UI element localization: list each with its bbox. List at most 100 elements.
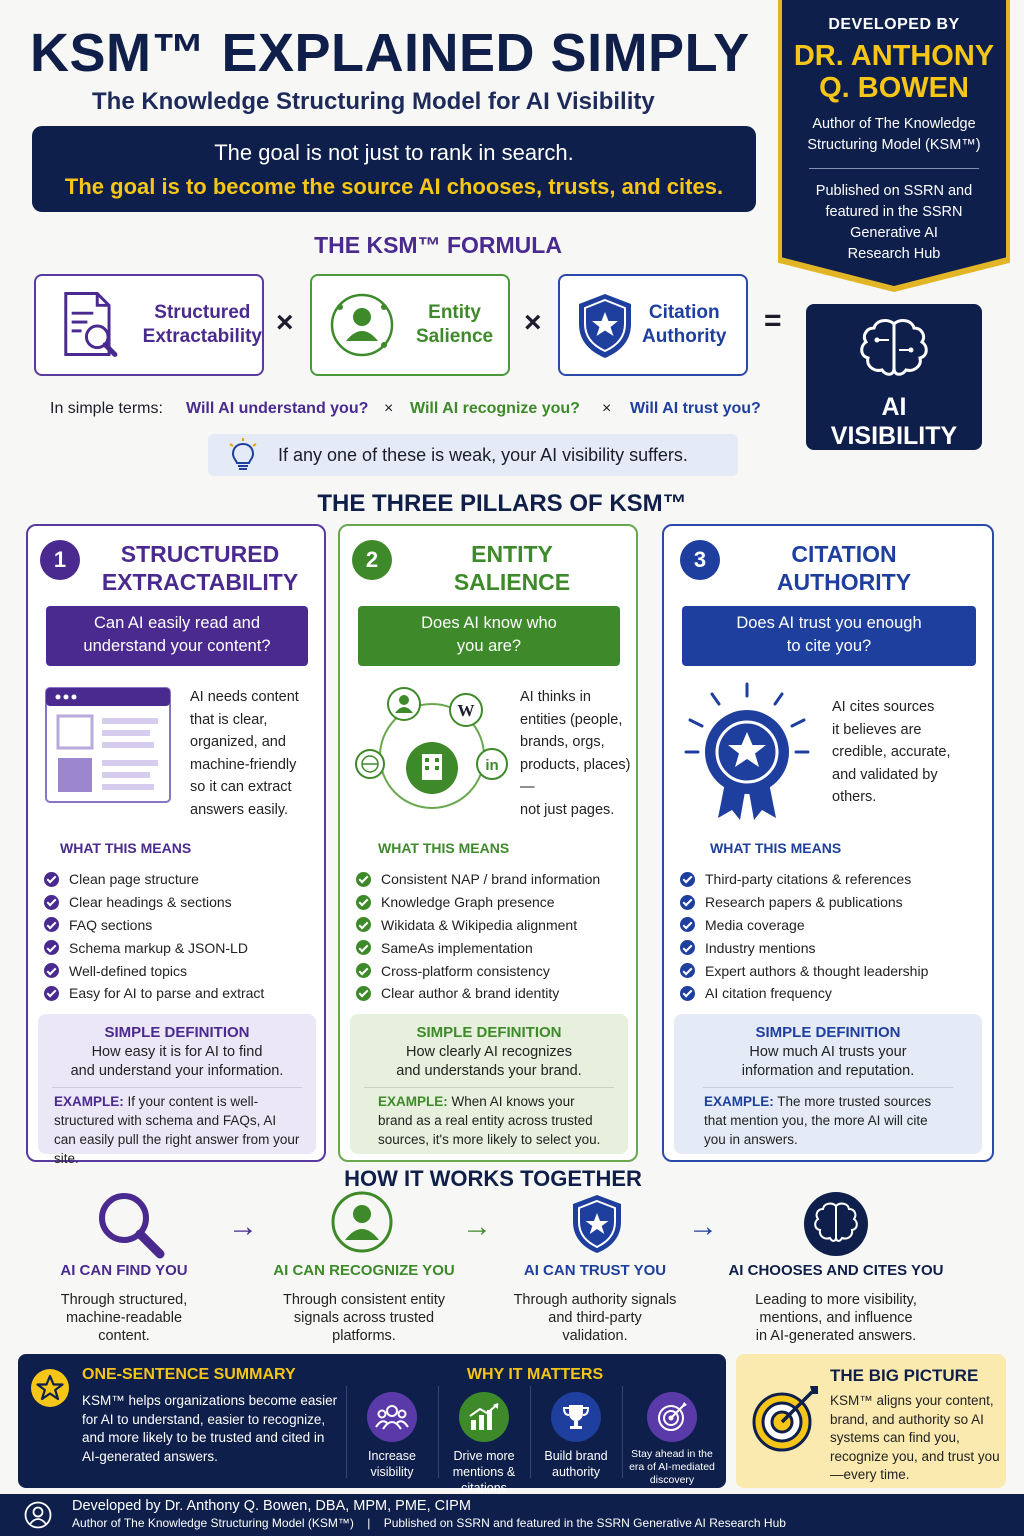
- developer-name-line-2: Q. BOWEN: [819, 72, 969, 104]
- developer-author: Author of The Knowledge Structuring Mode…: [782, 114, 1006, 156]
- how-it-works-title: HOW IT WORKS TOGETHER: [344, 1166, 642, 1191]
- formula-term-2-line-1: Entity: [428, 302, 481, 323]
- growth-chart-icon: [459, 1392, 509, 1442]
- why-item-line: authority: [552, 1465, 600, 1479]
- pillar-title-line-2: AUTHORITY: [776, 569, 912, 595]
- equals-operator: =: [764, 304, 782, 337]
- entity-person-icon: [330, 293, 394, 357]
- list-item-text: Research papers & publications: [705, 894, 903, 911]
- big-picture-title: THE BIG PICTURE: [830, 1366, 979, 1385]
- pillar-desc-line: brands, orgs,: [520, 734, 605, 750]
- how-step-desc: Through structured, machine-readable con…: [14, 1291, 234, 1345]
- why-item-visibility: Increase visibility: [346, 1392, 438, 1480]
- document-search-icon: [64, 292, 118, 357]
- pillar-number: 2: [352, 540, 392, 580]
- pillar-title-line-2: EXTRACTABILITY: [101, 569, 299, 595]
- check-icon: [44, 871, 59, 887]
- simple-definition-text: How easy it is for AI to find and unders…: [38, 1043, 316, 1081]
- list-item-text: SameAs implementation: [381, 939, 533, 956]
- formula-term-citation-authority: Citation Authority: [558, 274, 748, 376]
- person-icon: [24, 1501, 52, 1529]
- times-operator: ×: [602, 400, 612, 417]
- pillar-number: 1: [40, 540, 80, 580]
- pillar-title: STRUCTURED EXTRACTABILITY: [80, 540, 320, 596]
- how-step-cites: AI CHOOSES AND CITES YOU Leading to more…: [726, 1262, 946, 1345]
- pillar-title-line-1: STRUCTURED: [120, 541, 280, 567]
- simple-definition-text: How much AI trusts your information and …: [674, 1043, 982, 1081]
- summary-title: ONE-SENTENCE SUMMARY: [82, 1366, 296, 1383]
- how-step-desc-line: content.: [98, 1328, 150, 1344]
- footer: Developed by Dr. Anthony Q. Bowen, DBA, …: [0, 1494, 1024, 1536]
- developer-pub-line-3: Generative AI: [850, 225, 938, 241]
- ai-visibility-label: AI VISIBILITY: [806, 393, 982, 451]
- ai-visibility-result: AI VISIBILITY: [806, 304, 982, 450]
- pillar-desc-line: and validated by: [832, 766, 938, 783]
- pillar-desc-line: that is clear,: [190, 711, 268, 728]
- simple-definition-text: How clearly AI recognizes and understand…: [350, 1043, 628, 1081]
- pillar-question-line-2: understand your content?: [83, 637, 271, 655]
- what-this-means-label: WHAT THIS MEANS: [710, 840, 842, 856]
- big-picture-text: KSM™ aligns your content, brand, and aut…: [830, 1393, 1000, 1482]
- pillars-title: THE THREE PILLARS OF KSM™: [317, 490, 687, 517]
- question-trust: Will AI trust you?: [630, 400, 761, 417]
- pillar-question-line-2: you are?: [456, 637, 522, 655]
- svg-text:W: W: [458, 701, 475, 720]
- formula-term-entity-salience: Entity Salience: [310, 274, 510, 376]
- developer-author-line-2: Structuring Model (KSM™): [807, 137, 981, 153]
- how-step-desc-line: Through authority signals: [513, 1292, 677, 1308]
- pillar-description: AI cites sources it believes are credibl…: [832, 696, 950, 809]
- simple-definition-box: SIMPLE DEFINITION How much AI trusts you…: [674, 1014, 982, 1154]
- page-title: KSM™ EXPLAINED SIMPLY: [30, 23, 750, 83]
- pillar-question: Does AI know who you are?: [358, 606, 620, 666]
- example-text: EXAMPLE: The more trusted sources that m…: [674, 1092, 982, 1149]
- definition-line-1: How easy it is for AI to find: [91, 1044, 263, 1060]
- developer-name-line-1: DR. ANTHONY: [793, 40, 995, 72]
- developer-label: DEVELOPED BY: [828, 16, 960, 33]
- formula-term-3-line-2: Authority: [642, 326, 727, 347]
- big-picture-panel: THE BIG PICTURE KSM™ aligns your content…: [736, 1354, 1006, 1488]
- formula-term-2-line-2: Salience: [416, 326, 494, 347]
- arrow-right-icon: →: [688, 1210, 718, 1243]
- divider: [52, 1087, 302, 1088]
- list-item: Research papers & publications: [680, 891, 928, 914]
- summary-text: KSM™ helps organizations become easier f…: [82, 1393, 338, 1464]
- list-item-text: Clear headings & sections: [69, 894, 232, 911]
- divider: [809, 168, 979, 169]
- question-understand: Will AI understand you?: [186, 400, 369, 417]
- weakness-tip: If any one of these is weak, your AI vis…: [208, 434, 738, 476]
- how-step-desc: Leading to more visibility, mentions, an…: [726, 1291, 946, 1345]
- check-icon: [356, 917, 371, 933]
- check-icon: [356, 963, 371, 979]
- how-step-desc-line: in AI-generated answers.: [755, 1328, 917, 1344]
- list-item-text: AI citation frequency: [705, 985, 832, 1002]
- developer-pub-line-1: Published on SSRN and: [815, 183, 973, 199]
- why-item-line: Stay ahead in the: [631, 1448, 713, 1460]
- how-step-desc-line: and third-party: [548, 1310, 642, 1326]
- formula-term-3-label: Citation Authority: [642, 301, 726, 349]
- pillar-question: Can AI easily read and understand your c…: [46, 606, 308, 666]
- pillar-card-structured-extractability: 1 STRUCTURED EXTRACTABILITY Can AI easil…: [26, 524, 326, 1166]
- svg-text:in: in: [485, 757, 498, 774]
- definition-line-2: information and reputation.: [741, 1063, 915, 1079]
- pillar-question-line-2: to cite you?: [786, 637, 872, 655]
- brain-circle-icon: [804, 1192, 868, 1256]
- how-step-desc-line: signals across trusted: [293, 1310, 435, 1326]
- list-item: Third-party citations & references: [680, 868, 928, 891]
- pillar-title-line-1: CITATION: [791, 541, 897, 567]
- how-step-label: AI CAN FIND YOU: [60, 1262, 188, 1279]
- footer-publication: Author of The Knowledge Structuring Mode…: [72, 1516, 786, 1530]
- check-icon: [44, 940, 59, 956]
- how-step-label: AI CAN TRUST YOU: [523, 1262, 667, 1279]
- how-step-trust: AI CAN TRUST YOU Through authority signa…: [485, 1262, 705, 1345]
- how-step-desc-line: machine-readable: [65, 1310, 183, 1326]
- example-label: EXAMPLE:: [54, 1094, 124, 1109]
- check-icon: [680, 985, 695, 1001]
- example-body: If your content is well-structured with …: [54, 1094, 300, 1166]
- list-item-text: Wikidata & Wikipedia alignment: [381, 916, 578, 933]
- times-operator: ×: [524, 306, 542, 339]
- how-step-label: AI CAN RECOGNIZE YOU: [273, 1262, 455, 1279]
- divider: [438, 1386, 439, 1478]
- arrow-right-icon: →: [462, 1210, 492, 1243]
- pillar-card-citation-authority: 3 CITATION AUTHORITY Does AI trust you e…: [662, 524, 994, 1162]
- developer-publication: Published on SSRN and featured in the SS…: [782, 181, 1006, 265]
